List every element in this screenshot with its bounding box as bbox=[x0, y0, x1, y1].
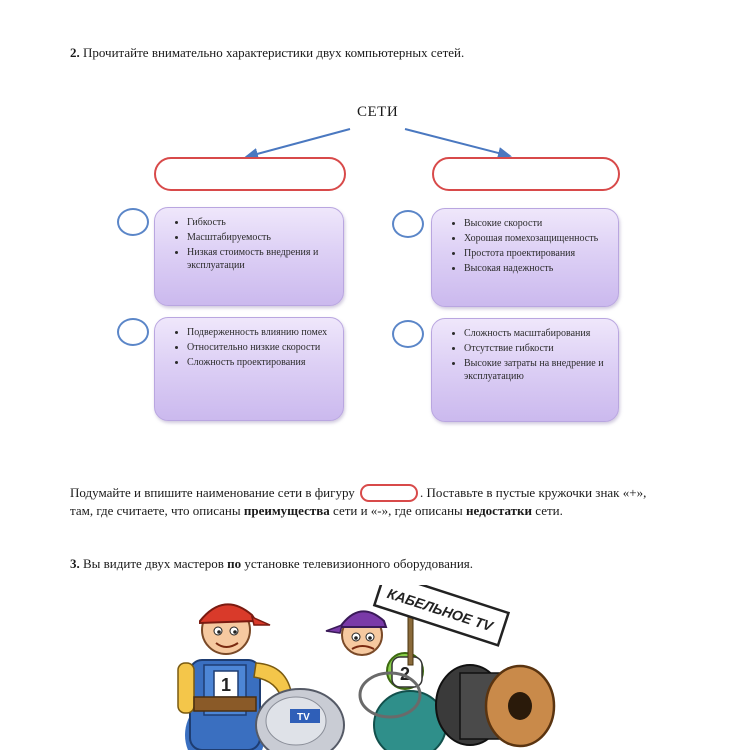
satellite-dish: TV bbox=[256, 689, 344, 750]
list-item: Хорошая помехозащищенность bbox=[464, 232, 608, 245]
list-item: Высокие затраты на внедрение и эксплуата… bbox=[464, 357, 608, 383]
list-item: Высокие скорости bbox=[464, 217, 608, 230]
list-item: Подверженность влиянию помех bbox=[187, 326, 333, 339]
technicians-illustration: 1 TV 2 КАБЕЛЬНОЕ TV bbox=[170, 585, 570, 750]
task-3-heading: 3. Вы видите двух мастеров по установке … bbox=[70, 556, 473, 572]
task-3-text-1: Вы видите двух мастеров bbox=[80, 556, 227, 571]
list-item: Сложность масштабирования bbox=[464, 327, 608, 340]
arrow-left bbox=[246, 129, 350, 157]
instruction-bold-disadvantages: недостатки bbox=[466, 503, 532, 518]
list-item: Масштабируемость bbox=[187, 231, 333, 244]
box-left-bottom: Подверженность влиянию помех Относительн… bbox=[154, 317, 344, 421]
box-left-top: Гибкость Масштабируемость Низкая стоимос… bbox=[154, 207, 344, 306]
cable-drum bbox=[436, 665, 554, 746]
list-item: Относительно низкие скорости bbox=[187, 341, 333, 354]
network-name-oval-left[interactable] bbox=[154, 157, 346, 191]
list-item: Гибкость bbox=[187, 216, 333, 229]
list-item: Отсутствие гибкости bbox=[464, 342, 608, 355]
box-right-top: Высокие скорости Хорошая помехозащищенно… bbox=[431, 208, 619, 307]
badge-1: 1 bbox=[221, 675, 231, 695]
arrow-right bbox=[405, 129, 510, 156]
task-3-text-2: установке телевизионного оборудования. bbox=[241, 556, 473, 571]
diagram-arrows bbox=[0, 0, 748, 200]
instruction-part-1: Подумайте и впишите наименование сети в … bbox=[70, 485, 355, 500]
list-item: Низкая стоимость внедрения и эксплуатаци… bbox=[187, 246, 333, 272]
instruction-paragraph: Подумайте и впишите наименование сети в … bbox=[70, 484, 670, 519]
inline-oval-shape bbox=[360, 484, 418, 502]
list-item: Сложность проектирования bbox=[187, 356, 333, 369]
sign-circle-right-bottom[interactable] bbox=[392, 320, 424, 348]
sign-circle-left-top[interactable] bbox=[117, 208, 149, 236]
instruction-bold-advantages: преимущества bbox=[244, 503, 330, 518]
list-left-bottom: Подверженность влиянию помех Относительн… bbox=[173, 326, 333, 369]
network-name-oval-right[interactable] bbox=[432, 157, 620, 191]
instruction-part-3: сети и «-», где описаны bbox=[330, 503, 463, 518]
task-3-number: 3. bbox=[70, 556, 80, 571]
sign-circle-right-top[interactable] bbox=[392, 210, 424, 238]
box-right-bottom: Сложность масштабирования Отсутствие гиб… bbox=[431, 318, 619, 422]
list-right-bottom: Сложность масштабирования Отсутствие гиб… bbox=[450, 327, 608, 383]
sign-circle-left-bottom[interactable] bbox=[117, 318, 149, 346]
list-item: Простота проектирования bbox=[464, 247, 608, 260]
list-right-top: Высокие скорости Хорошая помехозащищенно… bbox=[450, 217, 608, 275]
list-item: Высокая надежность bbox=[464, 262, 608, 275]
dish-logo: TV bbox=[297, 712, 310, 723]
task-3-bold: по bbox=[227, 556, 241, 571]
instruction-part-4: сети. bbox=[532, 503, 563, 518]
list-left-top: Гибкость Масштабируемость Низкая стоимос… bbox=[173, 216, 333, 272]
